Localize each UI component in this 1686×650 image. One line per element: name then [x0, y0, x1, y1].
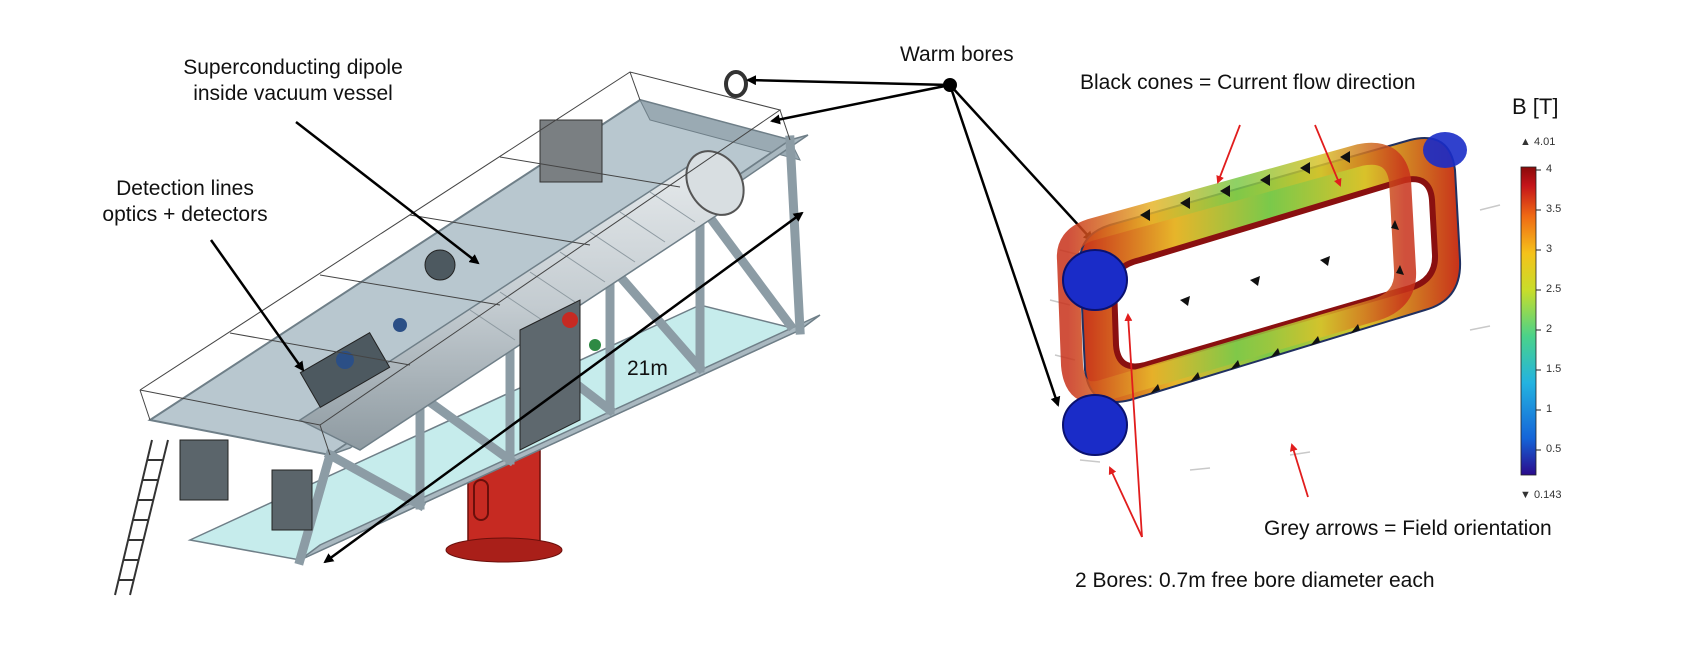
telescope-assembly: [114, 70, 821, 596]
dipole-label: Superconducting dipole inside vacuum ves…: [128, 55, 458, 107]
colorbar-title: B [T]: [1512, 94, 1559, 119]
warm-bore-arrow-3: [949, 84, 1094, 242]
front-coil: [1056, 142, 1417, 404]
colorbar-min-label: ▼ 0.143: [1520, 489, 1562, 501]
black-cones-label: Black cones = Current flow direction: [1080, 71, 1416, 94]
dipole-label-line1: Superconducting dipole: [183, 56, 403, 79]
detection-pointer-arrow: [209, 239, 305, 372]
grey-arrows-label: Grey arrows = Field orientation: [1264, 517, 1552, 540]
bores-note-label: 2 Bores: 0.7m free bore diameter each: [1075, 569, 1435, 592]
colorbar-tick-4: 4: [1546, 163, 1553, 175]
length-dimension-arrow: [323, 211, 804, 564]
colorbar-tick-1-5: 1.5: [1546, 363, 1562, 375]
colorbar-tick-1: 1: [1546, 403, 1553, 415]
detection-label-line1: Detection lines: [116, 177, 254, 200]
magnet-simulation: [1049, 124, 1501, 538]
colorbar-tick-2-5: 2.5: [1546, 283, 1562, 295]
bore-ends: [1062, 132, 1467, 456]
detection-label-line2: optics + detectors: [102, 203, 268, 226]
colorbar-max-label: ▲ 4.01: [1520, 136, 1556, 148]
warm-bore-arrow-2: [770, 83, 951, 125]
end-cabinets: [179, 439, 313, 531]
ladder: [114, 439, 169, 596]
warm-bore-arrow-1: [746, 75, 951, 87]
colorbar-tick-0-5: 0.5: [1546, 443, 1562, 455]
warm-bores-label: Warm bores: [900, 43, 1014, 66]
colorbar-tick-2: 2: [1546, 323, 1553, 335]
length-label: 21m: [627, 357, 668, 380]
black-cones: [1140, 151, 1404, 394]
colorbar-tick-3-5: 3.5: [1546, 203, 1562, 215]
warm-bore-arrow-4: [948, 84, 1061, 407]
dipole-label-line2: inside vacuum vessel: [193, 82, 393, 105]
dipole-pointer-arrow: [295, 121, 480, 265]
colorbar: [1520, 166, 1541, 476]
colorbar-tick-3: 3: [1546, 243, 1553, 255]
detection-label: Detection lines optics + detectors: [80, 176, 290, 228]
red-pointers: [1108, 124, 1342, 538]
